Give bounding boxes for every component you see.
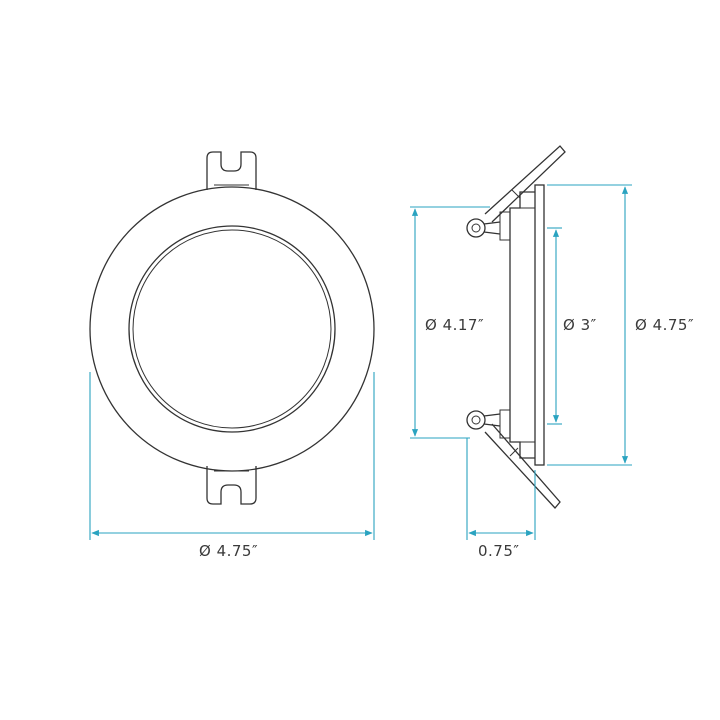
top-bracket bbox=[499, 211, 511, 241]
top-spring-clip bbox=[466, 145, 566, 238]
outer-trim-ring bbox=[89, 186, 375, 472]
depth-label: 0.75″ bbox=[478, 542, 520, 560]
top-mounting-tab bbox=[206, 151, 257, 190]
trim-diameter-label: Ø 4.75″ bbox=[632, 316, 698, 334]
bottom-mounting-tab bbox=[206, 466, 257, 505]
side-view bbox=[410, 145, 632, 540]
trim-face bbox=[534, 184, 545, 466]
top-spring-coil bbox=[466, 218, 486, 238]
aperture-diameter-label: Ø 3″ bbox=[560, 316, 600, 334]
inner-lens bbox=[128, 225, 336, 433]
bottom-bracket bbox=[499, 409, 511, 439]
bottom-spring-clip bbox=[466, 410, 561, 509]
housing-step-lines bbox=[520, 207, 535, 443]
bottom-spring-coil bbox=[466, 410, 486, 430]
housing-body bbox=[509, 191, 535, 459]
front-view bbox=[89, 151, 375, 540]
front-diameter-label: Ø 4.75″ bbox=[199, 542, 259, 560]
cutout-diameter-label: Ø 4.17″ bbox=[422, 316, 488, 334]
inner-lens-rim bbox=[132, 229, 332, 429]
